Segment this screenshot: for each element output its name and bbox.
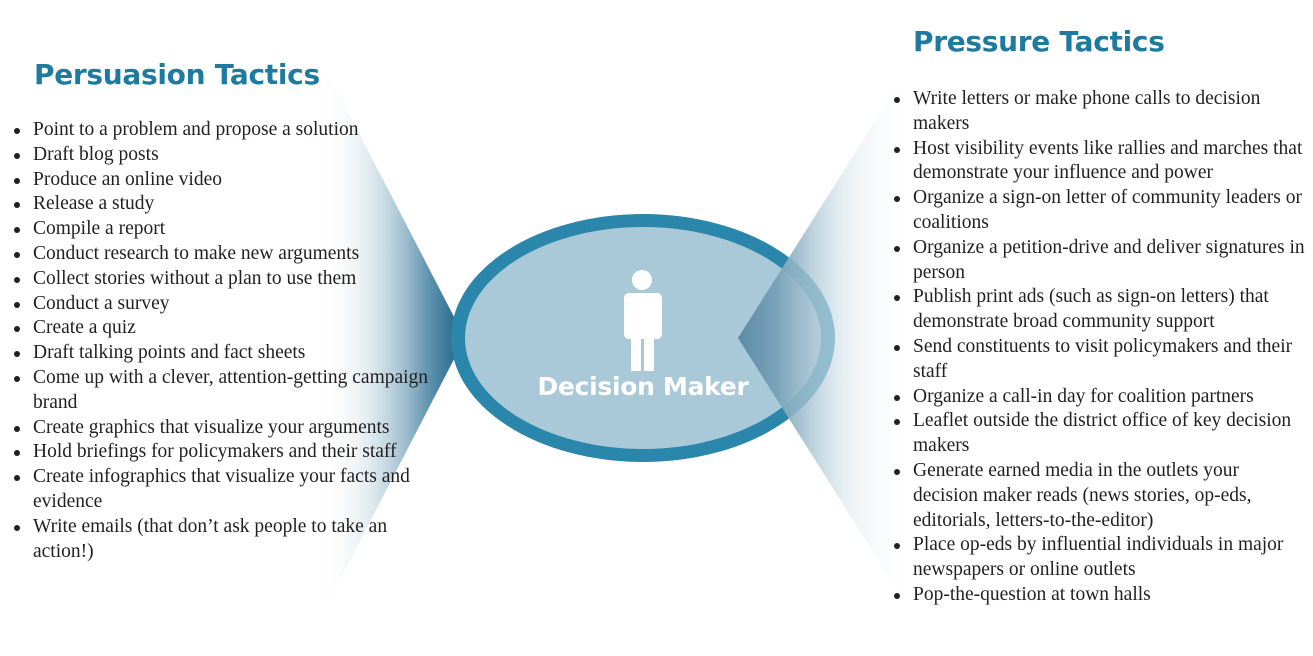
list-item: Release a study bbox=[13, 192, 433, 217]
persuasion-wedge bbox=[320, 58, 465, 618]
list-item: Hold briefings for policymakers and thei… bbox=[13, 440, 433, 465]
list-item: Pop-the-question at town halls bbox=[893, 583, 1308, 608]
list-item: Organize a call-in day for coalition par… bbox=[893, 385, 1308, 410]
persuasion-tactics-list: Point to a problem and propose a solutio… bbox=[13, 118, 433, 564]
list-item: Create graphics that visualize your argu… bbox=[13, 416, 433, 441]
decision-maker-label: Decision Maker bbox=[537, 372, 749, 401]
list-item: Organize a sign-on letter of community l… bbox=[893, 186, 1308, 236]
list-item: Compile a report bbox=[13, 217, 433, 242]
pressure-wedge bbox=[738, 58, 915, 618]
list-item: Host visibility events like rallies and … bbox=[893, 137, 1308, 187]
list-item: Send constituents to visit policymakers … bbox=[893, 335, 1308, 385]
pressure-tactics-list: Write letters or make phone calls to dec… bbox=[893, 87, 1308, 608]
list-item: Create a quiz bbox=[13, 316, 433, 341]
list-item: Conduct a survey bbox=[13, 292, 433, 317]
list-item: Come up with a clever, attention-getting… bbox=[13, 366, 433, 416]
list-item: Draft blog posts bbox=[13, 143, 433, 168]
list-item: Produce an online video bbox=[13, 168, 433, 193]
list-item: Conduct research to make new arguments bbox=[13, 242, 433, 267]
list-item: Publish print ads (such as sign-on lette… bbox=[893, 285, 1308, 335]
list-item: Collect stories without a plan to use th… bbox=[13, 267, 433, 292]
list-item: Generate earned media in the outlets you… bbox=[893, 459, 1308, 533]
list-item: Draft talking points and fact sheets bbox=[13, 341, 433, 366]
list-item: Leaflet outside the district office of k… bbox=[893, 409, 1308, 459]
list-item: Write letters or make phone calls to dec… bbox=[893, 87, 1308, 137]
persuasion-tactics-title: Persuasion Tactics bbox=[34, 58, 320, 91]
pressure-tactics-title: Pressure Tactics bbox=[913, 25, 1165, 58]
list-item: Create infographics that visualize your … bbox=[13, 465, 433, 515]
list-item: Place op-eds by influential individuals … bbox=[893, 533, 1308, 583]
list-item: Point to a problem and propose a solutio… bbox=[13, 118, 433, 143]
person-icon bbox=[624, 270, 662, 371]
list-item: Organize a petition-drive and deliver si… bbox=[893, 236, 1308, 286]
list-item: Write emails (that don’t ask people to t… bbox=[13, 515, 433, 565]
